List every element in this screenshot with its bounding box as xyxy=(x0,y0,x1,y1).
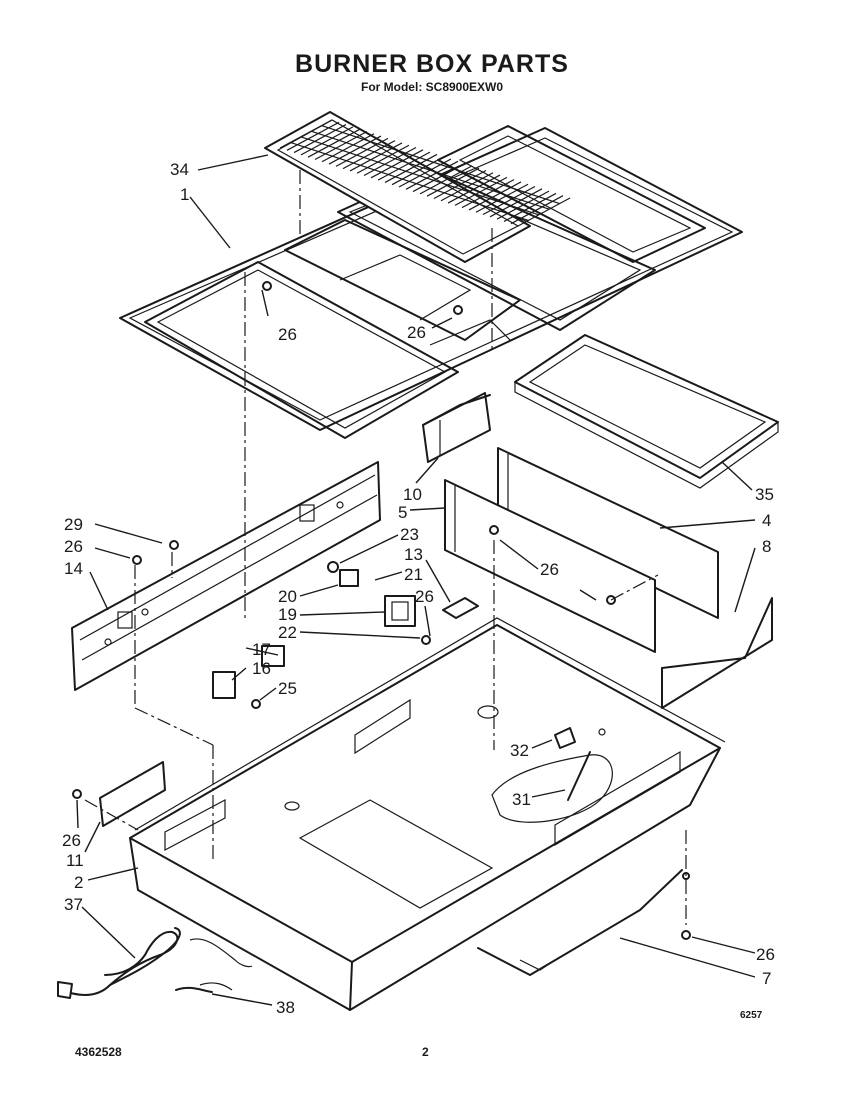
callout-29: 29 xyxy=(64,515,83,534)
callout-26: 26 xyxy=(407,323,426,342)
callout-25: 25 xyxy=(278,679,297,698)
callout-35: 35 xyxy=(755,485,774,504)
heat-shield-8 xyxy=(661,597,773,709)
side-panel-5 xyxy=(444,479,656,653)
power-cord-37 xyxy=(57,927,253,999)
callout-26: 26 xyxy=(756,945,775,964)
drip-tray xyxy=(514,334,779,489)
callout-4: 4 xyxy=(762,511,771,530)
callout-10: 10 xyxy=(403,485,422,504)
figure-code: 6257 xyxy=(740,1010,763,1021)
callout-37: 37 xyxy=(64,895,83,914)
callout-1: 1 xyxy=(180,185,189,204)
callout-8: 8 xyxy=(762,537,771,556)
part-number: 4362528 xyxy=(75,1045,122,1059)
callout-7: 7 xyxy=(762,969,771,988)
side-cover-11 xyxy=(72,761,166,827)
callout-labels: 34 1 26 26 35 10 5 4 8 29 26 14 23 13 21… xyxy=(62,160,775,1017)
model-subtitle: For Model: SC8900EXW0 xyxy=(360,80,504,94)
callout-14: 14 xyxy=(64,559,83,578)
cooktop-frame xyxy=(119,125,743,439)
callout-21: 21 xyxy=(404,565,423,584)
callout-32: 32 xyxy=(510,741,529,760)
burner-box-2 xyxy=(129,617,726,1011)
grille xyxy=(264,111,571,263)
callout-31: 31 xyxy=(512,790,531,809)
page-title: BURNER BOX PARTS xyxy=(295,50,569,78)
callout-20: 20 xyxy=(278,587,297,606)
callout-26: 26 xyxy=(415,587,434,606)
callout-16: 16 xyxy=(252,659,271,678)
bracket-10 xyxy=(422,392,491,463)
callout-26: 26 xyxy=(64,537,83,556)
callout-38: 38 xyxy=(276,998,295,1017)
callout-19: 19 xyxy=(278,605,297,624)
callout-13: 13 xyxy=(404,545,423,564)
leader-lines xyxy=(76,154,756,1006)
callout-22: 22 xyxy=(278,623,297,642)
callout-26: 26 xyxy=(62,831,81,850)
callout-11: 11 xyxy=(66,851,84,870)
side-panel-4 xyxy=(497,447,719,619)
callout-2: 2 xyxy=(74,873,83,892)
callout-23: 23 xyxy=(400,525,419,544)
callout-26: 26 xyxy=(540,560,559,579)
callout-5: 5 xyxy=(398,503,407,522)
bottom-panel-7 xyxy=(477,869,691,976)
control-rail-14 xyxy=(71,461,381,691)
alignment-lines xyxy=(84,170,687,925)
page-number: 2 xyxy=(422,1045,429,1059)
callout-34: 34 xyxy=(170,160,189,179)
switch-hardware xyxy=(132,281,616,709)
igniter-parts xyxy=(554,727,606,801)
callout-17: 17 xyxy=(252,640,271,659)
wire-harness-38 xyxy=(175,982,233,993)
callout-26: 26 xyxy=(278,325,297,344)
